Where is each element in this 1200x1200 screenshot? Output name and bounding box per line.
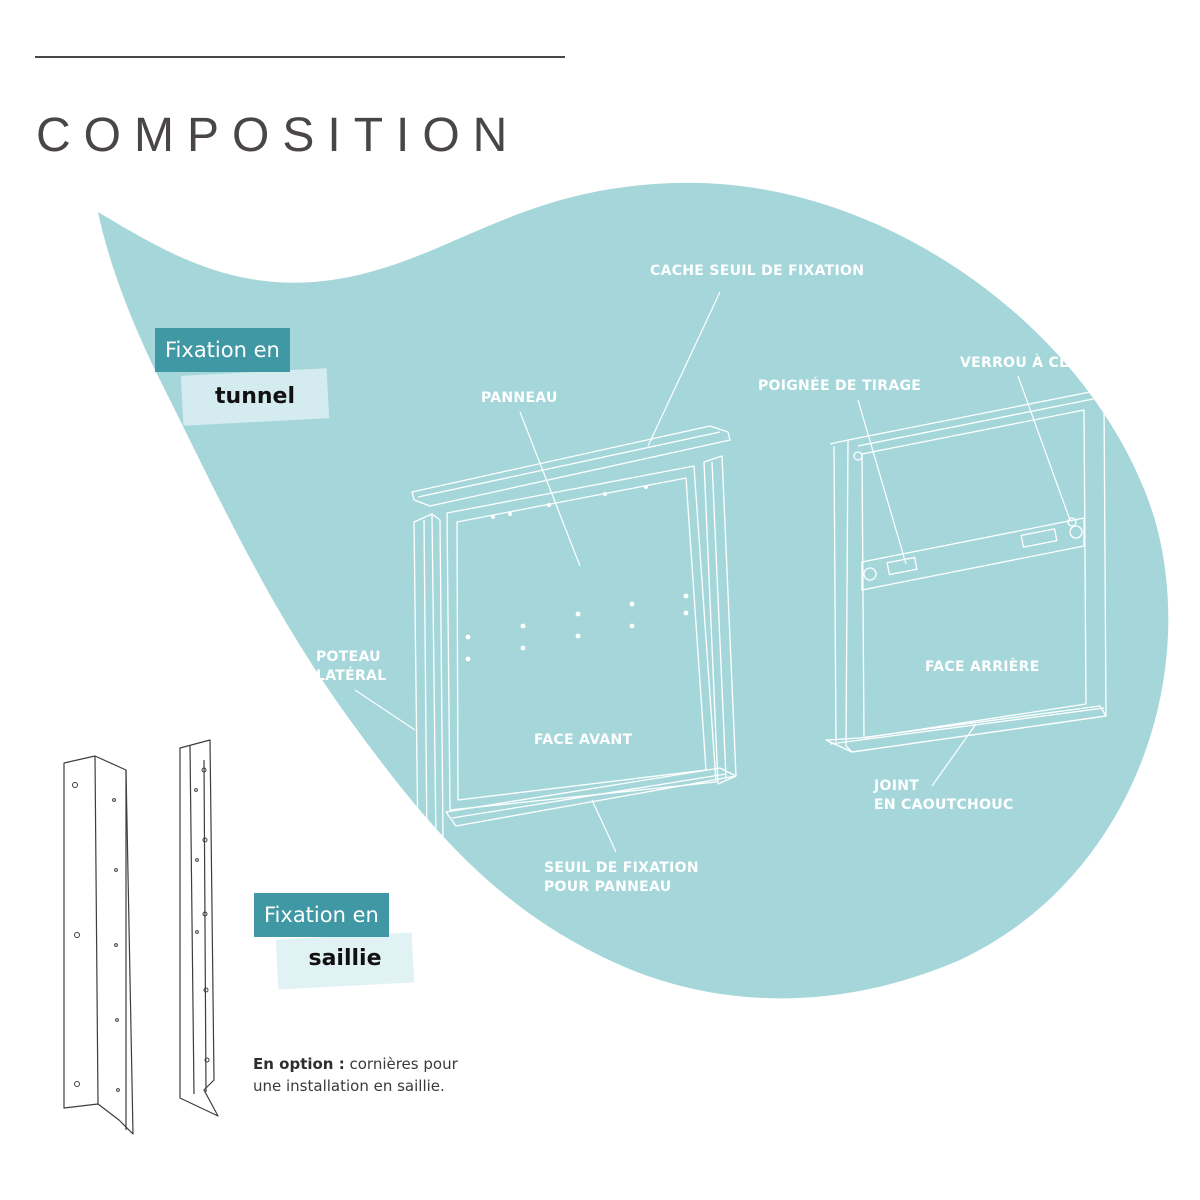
badge-saillie-line2: saillie — [308, 946, 382, 971]
label-joint-line2: EN CAOUTCHOUC — [874, 797, 1014, 813]
option-note: En option : cornières pour une installat… — [253, 1053, 458, 1097]
bracket-left-holes — [72, 782, 120, 1092]
label-cache-seuil: CACHE SEUIL DE FIXATION — [650, 263, 865, 279]
front-panel-drawing — [411, 425, 737, 849]
label-face-avant: FACE AVANT — [534, 732, 633, 748]
bracket-right-holes — [194, 767, 210, 1063]
badge-tunnel-line2: tunnel — [215, 384, 295, 409]
leader-lines — [354, 291, 1071, 853]
label-poteau-lateral: POTEAU LATÉRAL — [316, 648, 386, 686]
label-poteau-line2: LATÉRAL — [316, 668, 387, 684]
option-text-line2: une installation en saillie. — [253, 1077, 445, 1095]
label-seuil-line1: SEUIL DE FIXATION — [544, 860, 699, 876]
front-panel-holes — [465, 485, 689, 662]
badge-tunnel-line1: Fixation en — [155, 328, 290, 372]
option-text-line1: cornières pour — [344, 1055, 458, 1073]
badge-saillie-line1: Fixation en — [254, 893, 389, 937]
label-joint: JOINT EN CAOUTCHOUC — [874, 777, 1014, 815]
label-verrou: VERROU À CLÉ — [960, 355, 1079, 371]
option-bold: En option : — [253, 1055, 345, 1073]
label-poignee: POIGNÉE DE TIRAGE — [758, 378, 922, 394]
label-joint-line1: JOINT — [874, 778, 920, 794]
page-title: COMPOSITION — [36, 109, 521, 162]
label-seuil-fixation: SEUIL DE FIXATION POUR PANNEAU — [544, 859, 699, 897]
rear-panel-drawing — [825, 391, 1107, 753]
label-seuil-line2: POUR PANNEAU — [544, 879, 672, 895]
background-blob — [98, 182, 1169, 999]
label-poteau-line1: POTEAU — [316, 649, 381, 665]
rear-panel-bolts — [853, 451, 1083, 581]
label-face-arriere: FACE ARRIÈRE — [925, 659, 1040, 675]
header-rule — [35, 56, 565, 58]
angle-bracket-right — [179, 739, 219, 1117]
label-panneau: PANNEAU — [481, 390, 558, 406]
angle-bracket-left — [63, 755, 134, 1135]
